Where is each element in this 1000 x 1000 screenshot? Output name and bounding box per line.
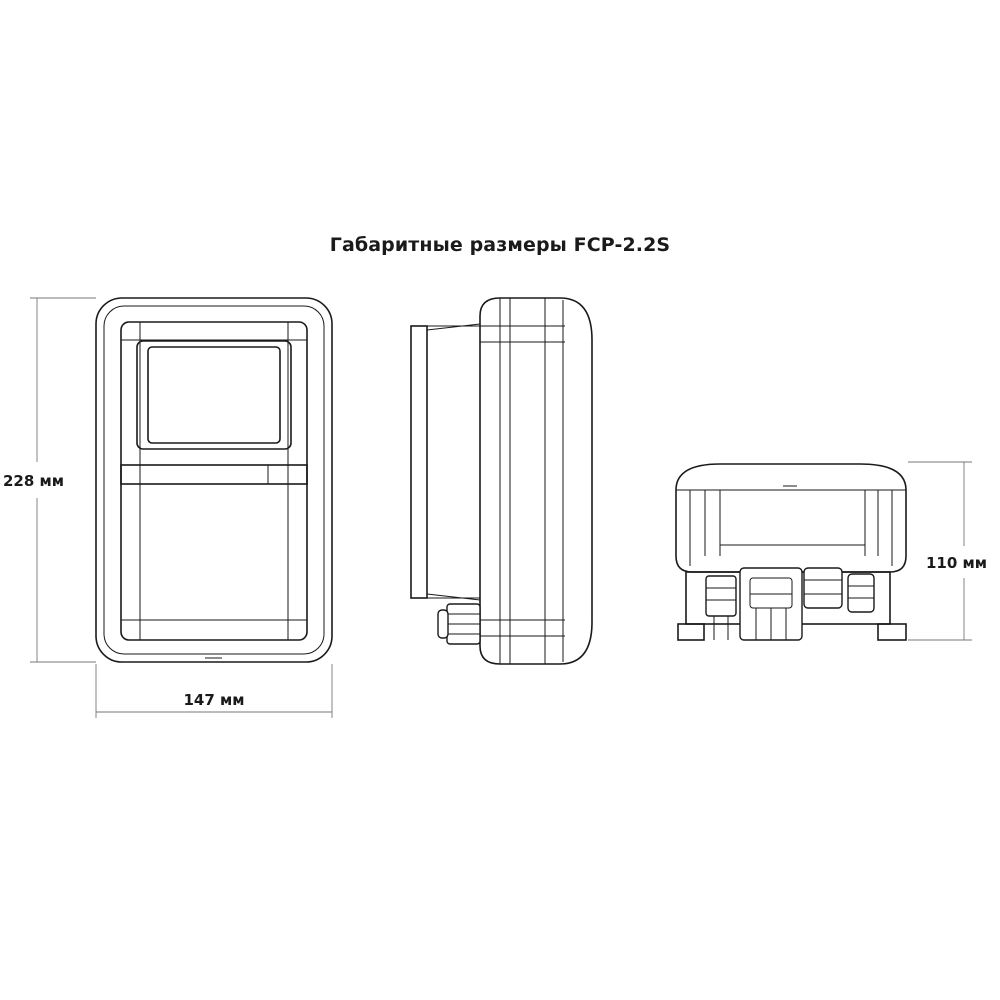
front-inner-rim [103, 305, 325, 655]
front-divider-band [120, 464, 308, 485]
front-outer-body [95, 297, 333, 663]
bottom-cable-glands [705, 567, 875, 641]
mounting-plate [410, 325, 428, 599]
bottom-body [675, 463, 907, 573]
depth-dimension [908, 461, 972, 641]
height-label: 228 мм [3, 472, 64, 490]
side-body [479, 297, 593, 665]
bottom-view [675, 463, 907, 641]
side-cable-gland [437, 603, 481, 645]
left-mount-foot [677, 623, 705, 641]
right-mount-foot [877, 623, 907, 641]
depth-label: 110 мм [926, 554, 987, 572]
display-screen [147, 346, 281, 444]
diagram-title: Габаритные размеры FCP-2.2S [329, 234, 671, 256]
width-label: 147 мм [183, 691, 244, 709]
front-view [95, 297, 333, 663]
width-dimension [95, 664, 333, 718]
side-view [410, 297, 593, 665]
display-frame [136, 340, 292, 450]
height-dimension [30, 297, 96, 663]
front-face-panel [120, 321, 308, 641]
